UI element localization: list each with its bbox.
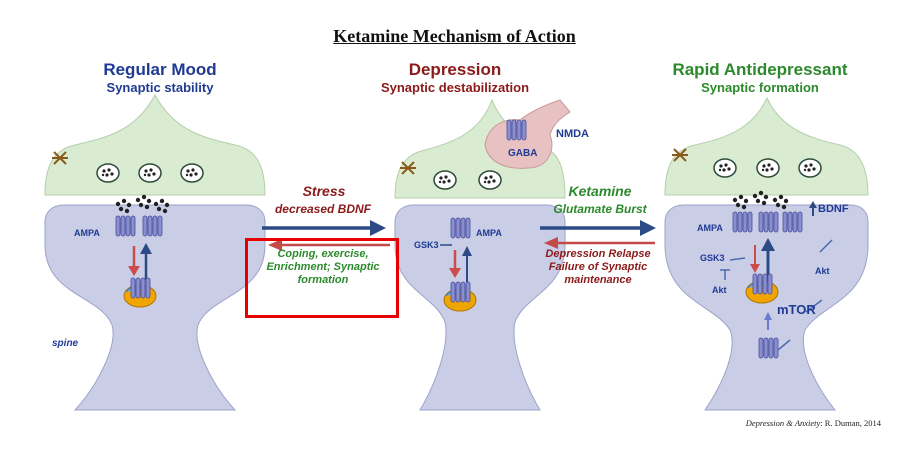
bdnf-label: BDNF [818, 203, 849, 215]
citation-journal: Depression & Anxiety [745, 418, 821, 428]
relapse-line-2: Failure of Synaptic [548, 261, 648, 273]
depression-subtitle: Synaptic destabilization [380, 80, 530, 95]
coping-line-2: Enrichment; Synaptic [266, 261, 380, 273]
citation: Depression & Anxiety: R. Duman, 2014 [746, 418, 881, 428]
depression-gsk3-label: GSK3 [414, 240, 439, 250]
decreased-bdnf-label: decreased BDNF [274, 202, 372, 216]
rapid-akt-label-left: Akt [712, 285, 727, 295]
relapse-line-1: Depression Relapse [545, 248, 651, 260]
highlight-box [245, 238, 399, 318]
stress-label: Stress [302, 183, 346, 199]
rapid-antidepressant-header: Rapid Antidepressant Synaptic formation [640, 60, 880, 95]
rapid-panel [664, 96, 869, 411]
relapse-label: Depression Relapse Failure of Synaptic m… [530, 248, 666, 287]
depression-panel [394, 98, 571, 411]
relapse-line-3: maintenance [564, 274, 632, 286]
ketamine-label: Ketamine [568, 183, 632, 199]
depression-header: Depression Synaptic destabilization [345, 60, 565, 95]
citation-author: : R. Duman, 2014 [820, 418, 881, 428]
regular-ampa-label: AMPA [74, 228, 100, 238]
glutamate-burst-label: Glutamate Burst [553, 202, 647, 216]
rapid-antidepressant-title: Rapid Antidepressant [672, 60, 848, 79]
regular-mood-title: Regular Mood [103, 60, 217, 79]
page-title: Ketamine Mechanism of Action [333, 26, 576, 46]
mtor-label: mTOR [777, 302, 816, 317]
depression-title: Depression [408, 60, 502, 79]
rapid-gsk3-label: GSK3 [700, 253, 725, 263]
rapid-antidepressant-subtitle: Synaptic formation [701, 80, 819, 95]
spine-label: spine [52, 338, 79, 349]
regular-mood-header: Regular Mood Synaptic stability [60, 60, 260, 95]
coping-line-3: formation [297, 274, 349, 286]
depression-ampa-label: AMPA [476, 228, 502, 238]
nmda-label: NMDA [556, 128, 589, 140]
regular-mood-subtitle: Synaptic stability [106, 80, 214, 95]
coping-label: Coping, exercise, Enrichment; Synaptic f… [248, 248, 398, 287]
coping-line-1: Coping, exercise, [277, 248, 369, 260]
rapid-akt-label-right: Akt [815, 266, 830, 276]
regular-panel [44, 93, 266, 411]
rapid-ampa-label: AMPA [697, 223, 723, 233]
gaba-label: GABA [508, 148, 538, 159]
